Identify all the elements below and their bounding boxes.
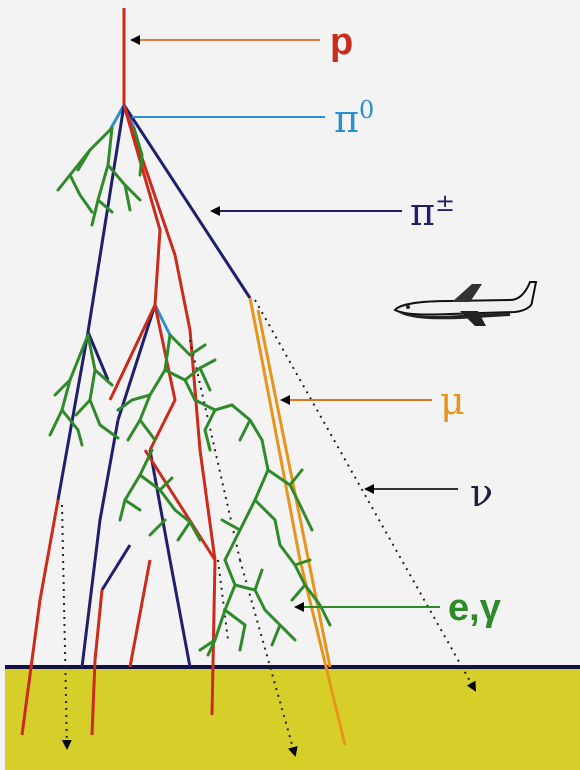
em-cascade-left [48,333,120,447]
label-neutrino: ν [470,471,493,515]
label-proton: p [330,21,353,63]
em-cascade-right [198,438,332,657]
em-cascade-top [56,126,144,227]
label-electromagnetic: e,γ [448,587,501,629]
hadron-tracks [20,104,217,736]
label-charged-pion: π± [410,189,455,234]
charged-pion-tracks [56,104,252,668]
label-muon: μ [440,379,465,423]
neutrino-tracks [61,299,476,757]
label-neutral-pion: π0 [334,96,374,141]
em-cascade-center [116,333,264,542]
airplane-icon [393,281,538,326]
